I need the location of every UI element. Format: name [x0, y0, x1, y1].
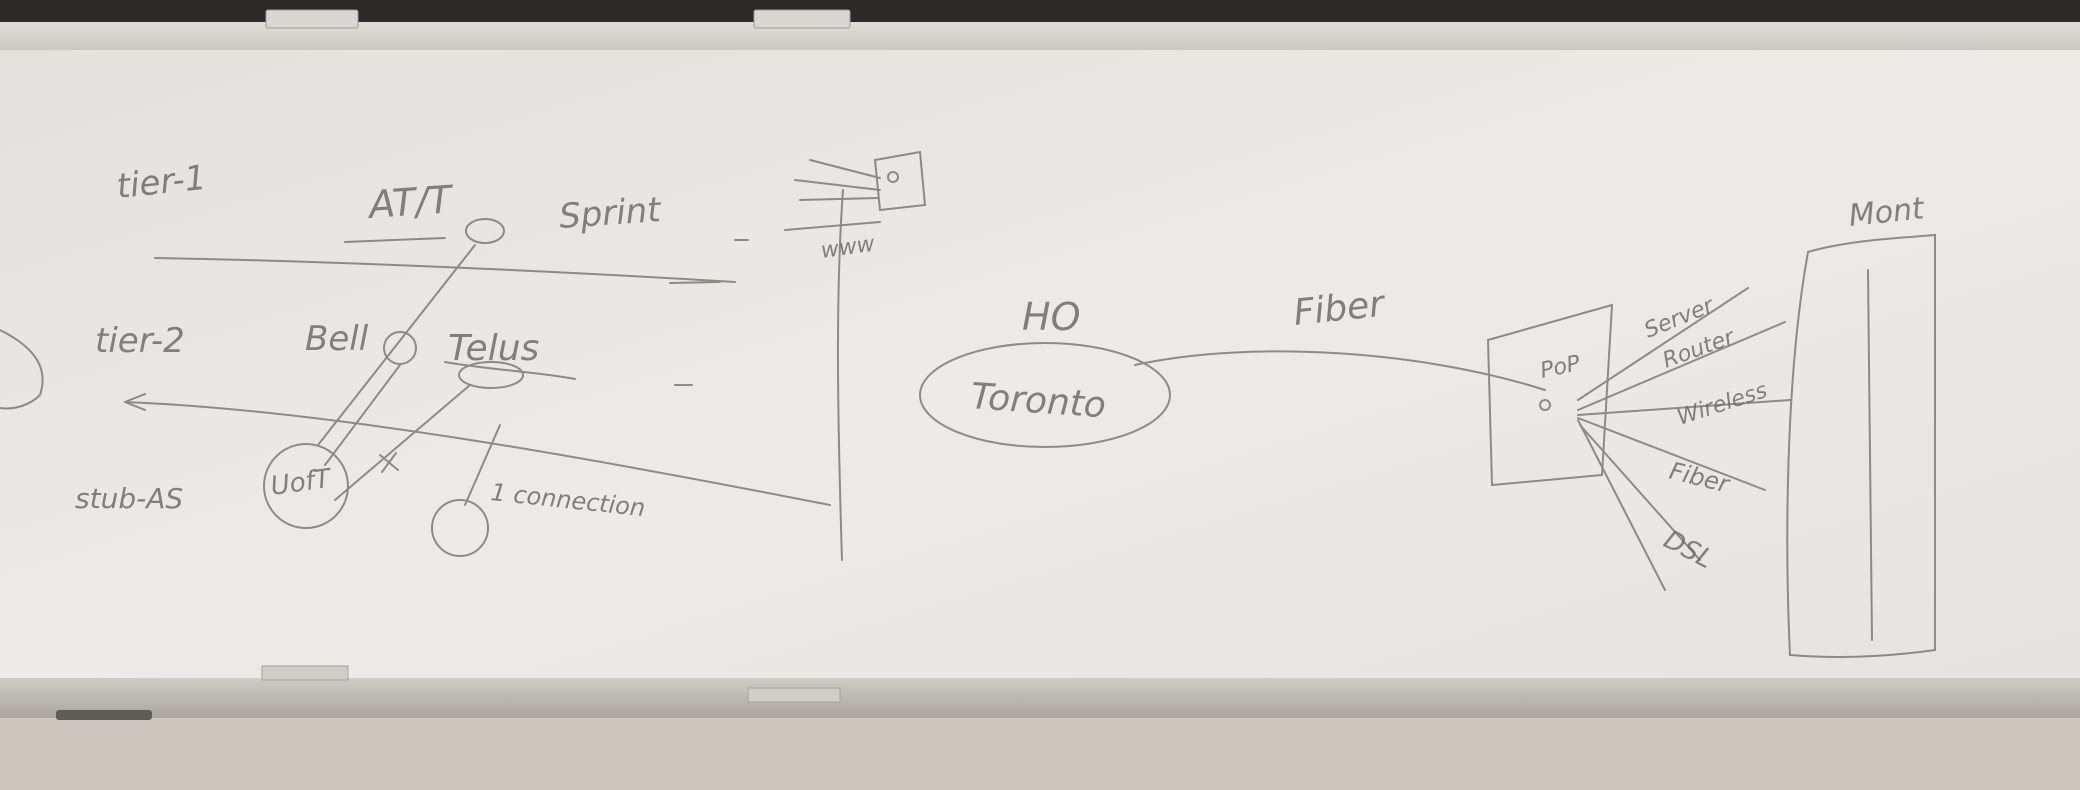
- montreal-column-box: [1786, 233, 1936, 659]
- bottom-clip-right: [747, 687, 841, 703]
- label-mont: Mont: [1847, 191, 1926, 234]
- telus-to-one-connection-link: [464, 424, 501, 506]
- bell-node-circle: [383, 331, 417, 365]
- pop-to-dsl-link-2: [1579, 424, 1701, 561]
- floor-strip: [0, 718, 2080, 790]
- board-surface: [0, 50, 2080, 680]
- pop-to-server-link: [1577, 287, 1749, 401]
- label-ho: HO: [1022, 295, 1080, 339]
- att-to-uoft-link-1: [317, 244, 476, 446]
- label-toronto: Toronto: [969, 376, 1107, 426]
- top-clip-right: [753, 9, 851, 29]
- label-telus: Telus: [448, 328, 539, 369]
- uoft-node-circle: [263, 443, 349, 529]
- label-att: AT/T: [365, 177, 456, 227]
- att-underline: [344, 237, 446, 243]
- www-box: [873, 150, 927, 212]
- label-tier2: tier-2: [95, 321, 185, 361]
- label-stub-as: stub-AS: [75, 482, 183, 515]
- telus-node-ellipse: [458, 361, 524, 389]
- pop-to-wireless-link: [1577, 399, 1791, 416]
- label-sprint: Sprint: [558, 190, 664, 237]
- pop-node-dot: [1539, 399, 1551, 411]
- left-edge-arc: [0, 329, 44, 410]
- pop-to-router-link: [1577, 321, 1786, 411]
- pop-box: [1486, 303, 1614, 487]
- pop-to-fiber-link: [1577, 417, 1766, 491]
- bell-to-uoft-link: [324, 364, 401, 466]
- toronto-ellipse: [919, 342, 1171, 448]
- telus-to-uoft-link: [334, 384, 471, 501]
- montreal-column-inner-line: [1867, 269, 1873, 641]
- label-tier1: tier-1: [115, 158, 208, 207]
- telus-underline: [444, 361, 576, 380]
- www-spokes-1: [794, 179, 881, 191]
- pop-to-dsl-link: [1577, 419, 1666, 591]
- www-spokes-4: [809, 159, 881, 179]
- att-node-circle: [465, 218, 505, 244]
- www-node-dot: [887, 171, 899, 183]
- toronto-to-pop-fiber-link: [1134, 350, 1546, 391]
- one-connection-node-circle: [431, 499, 489, 557]
- link-cross-mark: [379, 452, 399, 473]
- marker-tray: [0, 678, 2080, 718]
- faint-dash-1: [669, 281, 721, 284]
- www-spokes-2: [799, 197, 879, 201]
- vertical-divider: [836, 189, 844, 561]
- tier1-divider-line: [154, 257, 736, 283]
- tray-marker: [56, 710, 152, 720]
- bottom-clip-left: [261, 665, 349, 681]
- label-bell: Bell: [305, 319, 369, 359]
- www-spokes-3: [784, 221, 881, 231]
- top-clip-left: [265, 9, 359, 29]
- arrow-head-left: [124, 393, 146, 411]
- label-fiber: Fiber: [1292, 283, 1388, 333]
- tier2-divider-line: [124, 401, 831, 506]
